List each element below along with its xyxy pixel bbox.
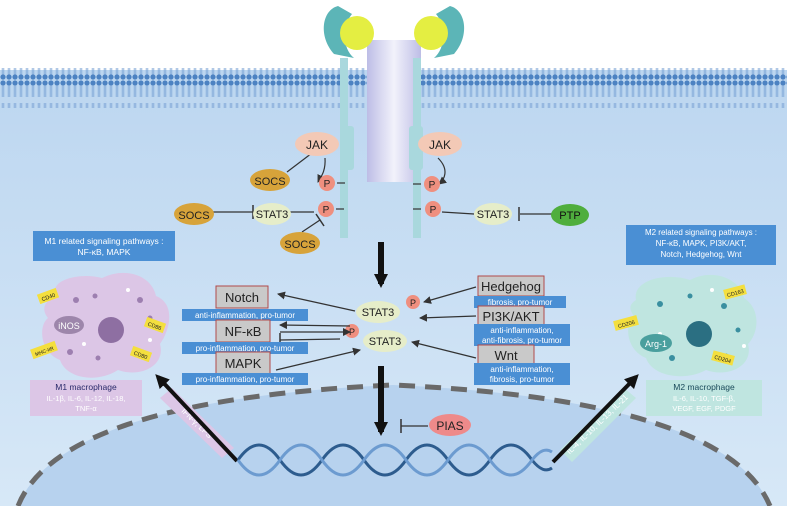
ligand-left [340,16,374,50]
svg-text:P: P [349,327,355,337]
pathway-notch: Notch anti-inflammation, pro-tumor [182,285,308,321]
svg-text:Notch: Notch [225,290,259,305]
m2-macrophage-cell: Arg-1 [628,274,757,377]
nucleus [18,385,770,506]
nuclear-envelope [15,382,773,506]
jak-left: JAK [295,132,339,156]
svg-text:CD206: CD206 [617,320,635,330]
pias: PIAS [429,414,471,436]
stat3-left: STAT3 [253,203,291,225]
svg-text:STAT3: STAT3 [362,307,395,319]
pathway-nfkb: NF-κB pro-inflammation, pro-tumor [182,319,308,354]
svg-text:M2 macrophage: M2 macrophage [673,382,735,392]
m1-marker-cd86: CD86 [143,316,167,334]
svg-text:PIAS: PIAS [436,419,463,433]
svg-text:STAT3: STAT3 [477,209,510,221]
svg-text:P: P [324,179,331,190]
m2-nucleus [686,321,712,347]
pathway-hedgehog: Hedgehog fibrosis, pro-tumor [474,275,566,308]
m1-nucleus [98,317,124,343]
dna-helix [236,443,553,477]
svg-text:NF-κB: NF-κB [225,324,262,339]
jak-right: JAK [418,132,462,156]
pathway-pi3k-akt: PI3K/AKT anti-inflammation, anti-fibrosi… [474,305,570,346]
pathway-mapk: MAPK pro-inflammation, pro-tumor [182,351,308,385]
svg-text:IL-1β, IL-6, IL-12, IL-18,: IL-1β, IL-6, IL-12, IL-18, [47,394,126,403]
svg-text:P: P [410,298,416,308]
svg-text:anti-fibrosis, pro-tumor: anti-fibrosis, pro-tumor [482,336,562,345]
svg-text:P: P [430,205,437,216]
m1-macrophage-box: M1 macrophage IL-1β, IL-6, IL-12, IL-18,… [30,380,142,416]
m1-inos [54,316,84,334]
svg-text:CD86: CD86 [147,322,162,332]
m2-pathways-box: M2 related signaling pathways : NF-κB, M… [626,225,776,265]
m2-marker-cd206: CD206 [613,315,639,331]
ptp: PTP [551,204,589,226]
svg-text:CD40: CD40 [41,293,56,303]
svg-text:SOCS: SOCS [254,176,285,188]
svg-text:Wnt: Wnt [494,348,518,363]
svg-text:Notch, Hedgehog, Wnt: Notch, Hedgehog, Wnt [661,250,743,259]
svg-text:STAT3: STAT3 [369,336,402,348]
svg-text:Arg-1: Arg-1 [645,339,667,349]
m1-pathways-box: M1 related signaling pathways : NF-κB, M… [33,231,175,261]
socs-upper: SOCS [250,169,290,191]
svg-text:fibrosis, pro-tumor: fibrosis, pro-tumor [490,375,555,384]
svg-text:iNOS: iNOS [58,321,80,331]
svg-text:SOCS: SOCS [284,239,315,251]
svg-text:M1 related signaling pathways: M1 related signaling pathways : [44,236,163,246]
svg-text:PI3K/AKT: PI3K/AKT [482,309,539,324]
svg-text:IL-6, IL-10, TGF-β,: IL-6, IL-10, TGF-β, [673,394,735,403]
phospho-right-upper: P [424,176,440,192]
svg-text:MAPK: MAPK [225,356,262,371]
svg-text:CD163: CD163 [726,289,744,299]
pathway-wnt: Wnt anti-inflammation, fibrosis, pro-tum… [474,344,570,385]
svg-text:P: P [429,180,436,191]
svg-text:M2 related signaling pathways: M2 related signaling pathways : [645,228,757,237]
svg-text:TNF-α: TNF-α [75,404,97,413]
svg-text:JAK: JAK [429,138,451,152]
m2-marker-cd204: CD204 [711,350,735,366]
m1-polarization-arrow [155,374,239,463]
svg-text:P: P [323,205,330,216]
svg-text:STAT3: STAT3 [256,209,289,221]
m2-polarization-arrow [551,374,639,464]
phospho-right-lower: P [425,201,441,217]
svg-text:anti-inflammation,: anti-inflammation, [490,326,553,335]
stat3-dimer: STAT3 STAT3 P P [345,295,420,352]
m1-marker-cd80: CD80 [129,345,153,363]
socs-lower: SOCS [280,232,320,254]
ligand-right [414,16,448,50]
svg-text:CD80: CD80 [133,351,148,361]
svg-text:pro-inflammation, pro-tumor: pro-inflammation, pro-tumor [196,344,295,353]
svg-text:pro-inflammation, pro-tumor: pro-inflammation, pro-tumor [196,375,295,384]
phospho-dimer-top [406,295,420,309]
svg-text:JAK: JAK [306,138,328,152]
stat3-right: STAT3 [474,203,512,225]
svg-text:anti-inflammation, pro-tumor: anti-inflammation, pro-tumor [195,311,295,320]
socs-left: SOCS [174,203,214,225]
svg-text:PTP: PTP [559,210,580,222]
m2-macrophage-box: M2 macrophage IL-6, IL-10, TGF-β, VEGF, … [646,380,762,416]
m2-arg1 [640,334,672,352]
m2-marker-cd163: CD163 [723,284,747,300]
svg-text:NF-κB, MAPK: NF-κB, MAPK [78,247,131,257]
svg-text:fibrosis, pro-tumor: fibrosis, pro-tumor [488,298,553,307]
svg-text:VEGF, EGF, PDGF: VEGF, EGF, PDGF [672,404,736,413]
m1-marker-cd40: CD40 [36,287,60,305]
svg-text:Hedgehog: Hedgehog [481,279,541,294]
svg-text:M1 macrophage: M1 macrophage [55,382,117,392]
svg-text:anti-inflammation,: anti-inflammation, [490,365,553,374]
svg-text:CD204: CD204 [713,355,731,365]
phospho-left-upper: P [319,175,335,191]
cytokine-receptor [323,6,465,238]
phospho-left-lower: P [318,201,334,217]
svg-text:NF-κB, MAPK, PI3K/AKT,: NF-κB, MAPK, PI3K/AKT, [656,239,747,248]
svg-text:SOCS: SOCS [178,210,209,222]
